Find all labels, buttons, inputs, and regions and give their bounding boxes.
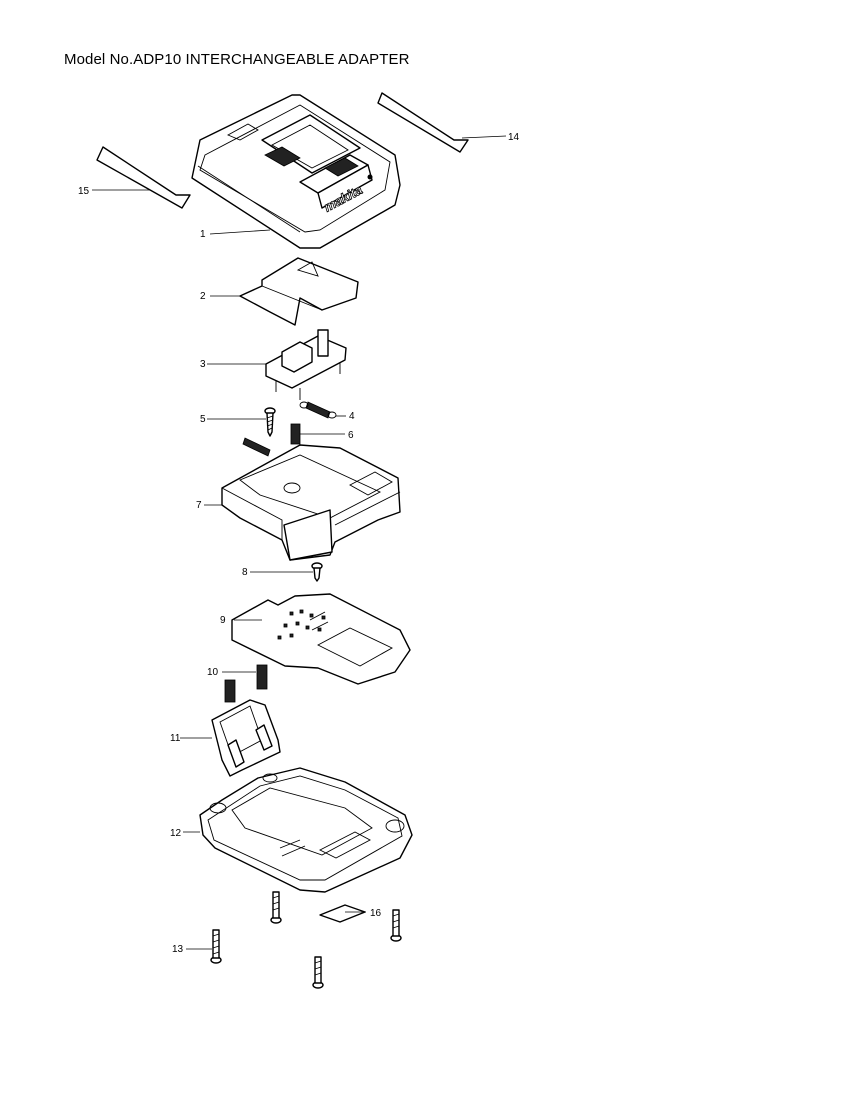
- part-2-latch: [210, 257, 359, 326]
- part-14-label: [377, 92, 507, 153]
- callout-9: 9: [220, 615, 226, 626]
- callout-14: 14: [508, 132, 520, 143]
- part-1-top-housing: makita: [191, 94, 401, 249]
- part-6-spring: [290, 423, 345, 445]
- part-10-springs: [222, 664, 268, 703]
- callout-13: 13: [172, 944, 184, 955]
- part-4-spring: [299, 401, 346, 419]
- callout-10: 10: [207, 667, 219, 678]
- part-13-screws: [186, 891, 402, 989]
- callout-11: 11: [170, 733, 181, 744]
- callout-3: 3: [200, 359, 206, 370]
- callout-12: 12: [170, 828, 182, 839]
- callout-8: 8: [242, 567, 248, 578]
- part-3-terminal-block: [207, 329, 347, 400]
- part-4-spring-2: [242, 437, 271, 457]
- part-12-bottom-housing: [183, 767, 413, 893]
- part-5-screw: [207, 407, 276, 437]
- part-8-screw: [250, 562, 323, 582]
- callout-15: 15: [78, 186, 90, 197]
- callout-16: 16: [370, 908, 382, 919]
- callout-7: 7: [196, 500, 202, 511]
- part-9-circuit-board: [231, 593, 411, 685]
- part-15-label: [92, 146, 191, 209]
- callout-1: 1: [200, 229, 206, 240]
- part-11-bracket: [180, 699, 281, 777]
- callout-5: 5: [200, 414, 206, 425]
- callout-6: 6: [348, 430, 354, 441]
- part-16-label: [319, 904, 366, 923]
- page-title: Model No.ADP10 INTERCHANGEABLE ADAPTER: [64, 51, 410, 68]
- callout-2: 2: [200, 291, 206, 302]
- part-7-frame: [204, 444, 401, 561]
- callout-4: 4: [349, 411, 355, 422]
